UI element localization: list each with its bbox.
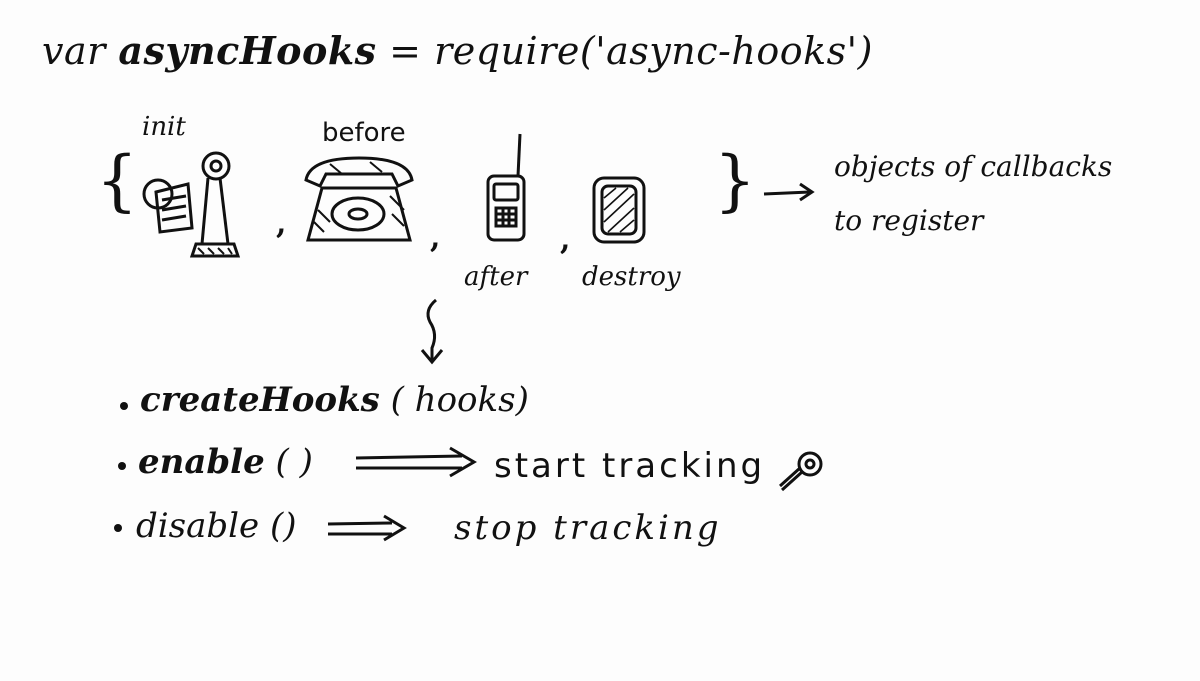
comma-3: , xyxy=(560,222,571,257)
double-arrow-disable xyxy=(327,514,407,542)
label-after: after xyxy=(464,262,528,292)
method-disable: disable () xyxy=(136,506,296,546)
down-arrow xyxy=(420,298,444,365)
var-keyword: var xyxy=(42,29,106,73)
label-init: init xyxy=(142,112,186,142)
candlestick-phone-icon xyxy=(142,151,241,258)
bullet-dot-3 xyxy=(114,524,122,532)
method-args: ( ) xyxy=(275,442,313,482)
method-name: disable xyxy=(136,506,260,546)
magnifier-icon xyxy=(778,451,823,492)
note-line-1: objects of callbacks xyxy=(834,150,1113,183)
variable-name: asyncHooks xyxy=(118,28,377,73)
smartphone-icon xyxy=(592,176,646,244)
method-enable: enable ( ) xyxy=(138,442,313,482)
bullet-dot-1 xyxy=(120,402,128,410)
comma-1: , xyxy=(276,206,287,241)
method-args: ( hooks) xyxy=(390,380,529,420)
double-arrow-enable xyxy=(355,446,477,478)
mobile-phone-icon xyxy=(486,133,526,242)
comma-2: , xyxy=(430,220,441,255)
code-title-line: var asyncHooks = require('async-hooks') xyxy=(42,28,873,73)
bullet-dot-2 xyxy=(118,462,126,470)
close-brace: } xyxy=(714,142,756,219)
method-name: createHooks xyxy=(140,380,380,420)
note-line-2: to register xyxy=(834,204,984,237)
open-brace: { xyxy=(96,142,138,219)
method-create-hooks: createHooks ( hooks) xyxy=(140,380,529,420)
disable-description: stop tracking xyxy=(454,508,722,548)
equals-sign: = xyxy=(389,29,422,73)
method-name: enable xyxy=(138,442,265,482)
arrow-to-note xyxy=(763,182,815,202)
rotary-phone-icon xyxy=(304,156,414,242)
label-before: before xyxy=(322,118,406,148)
method-args: () xyxy=(269,506,297,546)
enable-description: start tracking xyxy=(494,446,766,486)
require-call: require('async-hooks') xyxy=(434,29,873,73)
label-destroy: destroy xyxy=(582,262,681,292)
